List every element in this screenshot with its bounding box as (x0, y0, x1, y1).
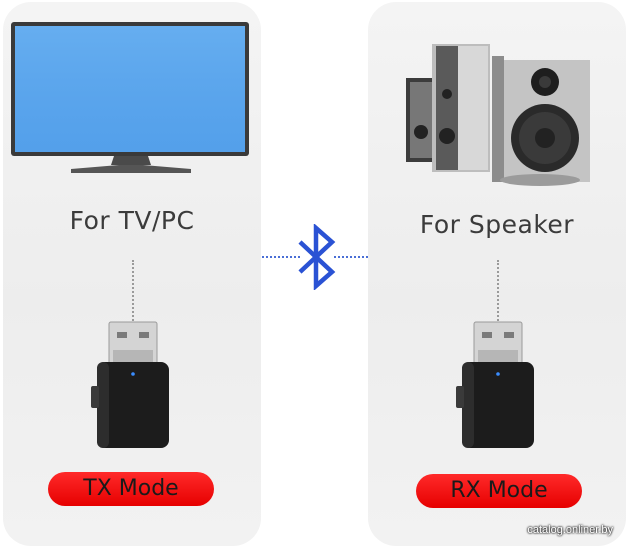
tx-mode-badge: TX Mode (48, 472, 214, 506)
left-dotted-line (262, 256, 300, 258)
bluetooth-icon (298, 224, 336, 290)
watermark-text: catalog.onliner.by (527, 524, 613, 536)
rx-heading: For Speaker (419, 210, 575, 239)
tx-adapter-icon (91, 321, 169, 448)
rx-mode-badge: RX Mode (416, 474, 582, 508)
right-dotted-line (334, 256, 368, 258)
rx-cable (497, 260, 499, 324)
tx-heading: For TV/PC (69, 206, 195, 235)
tx-cable (132, 260, 134, 324)
rx-adapter-icon (456, 321, 534, 448)
tv-monitor-icon (11, 22, 249, 173)
speaker-icon (406, 44, 590, 186)
rx-panel: For Speaker RX Mode (368, 2, 626, 546)
tx-panel: For TV/PC TX Mode (3, 2, 261, 546)
